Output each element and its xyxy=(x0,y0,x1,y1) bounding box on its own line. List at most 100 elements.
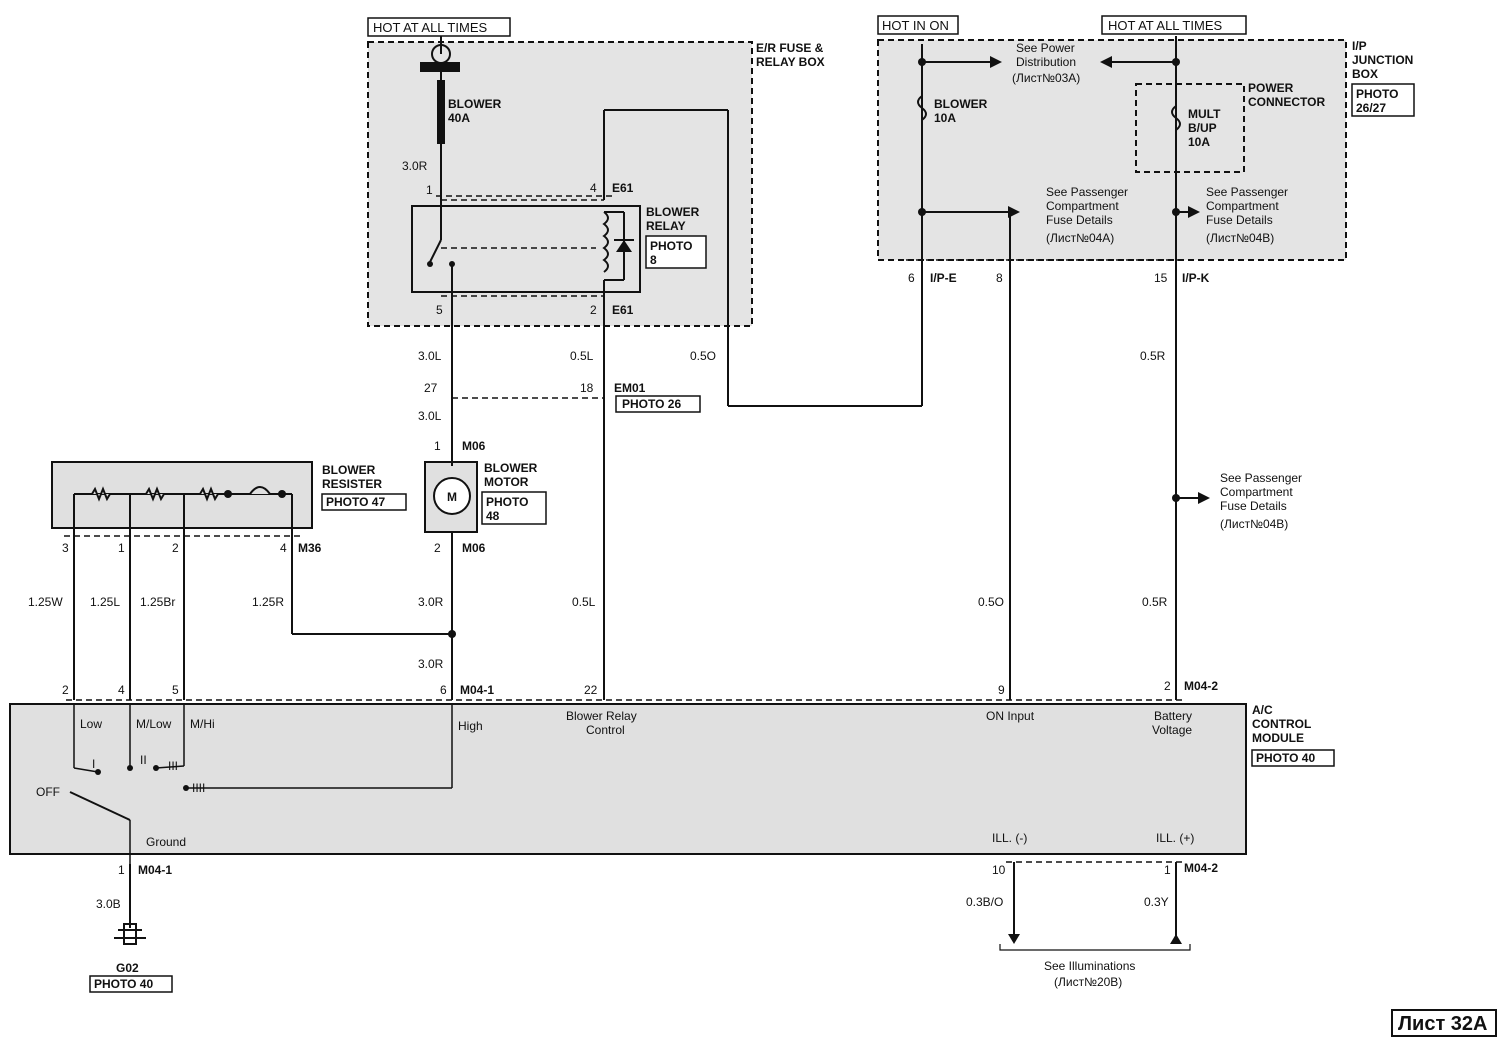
hot-label-2: HOT AT ALL TIMES xyxy=(1108,18,1222,33)
see-pass-c-1: See Passenger xyxy=(1220,471,1302,485)
blower-10a-2: 10A xyxy=(934,111,956,125)
pin-4-e61: 4 xyxy=(590,181,597,195)
mod-pin-6: 6 xyxy=(440,683,447,697)
e61-bot: E61 xyxy=(612,303,634,317)
relay-coil-icon xyxy=(602,211,609,273)
ip-box-label-1: I/P xyxy=(1352,39,1367,53)
m04-2-top: M04-2 xyxy=(1184,679,1218,693)
wire-0-3bo: 0.3B/O xyxy=(966,895,1003,909)
wire-0-5l-2: 0.5L xyxy=(572,595,596,609)
pin-1-m06: 1 xyxy=(434,439,441,453)
blower-relay-label-1: BLOWER xyxy=(646,205,700,219)
see-pass-c-2: Compartment xyxy=(1220,485,1293,499)
res-pin-2: 2 xyxy=(172,541,179,555)
ip-junction-box xyxy=(877,39,1347,261)
photo-40-gnd-box xyxy=(89,975,173,993)
fuse-blower-10a-icon xyxy=(917,95,927,121)
pin-15: 15 xyxy=(1154,271,1168,285)
wire-1-25w: 1.25W xyxy=(28,595,63,609)
wire-1-25br: 1.25Br xyxy=(140,595,175,609)
sw-i: I xyxy=(92,757,95,771)
power-connector-box xyxy=(1135,83,1245,173)
g02-label: G02 xyxy=(116,961,139,975)
hot-in-on-label: HOT IN ON xyxy=(882,18,949,33)
mhi-label: M/Hi xyxy=(190,717,215,731)
mlow-label: M/Low xyxy=(136,717,172,731)
photo-48-1: PHOTO xyxy=(486,495,528,509)
ground-icon xyxy=(123,923,137,945)
ac-control-module-box xyxy=(9,703,1247,855)
photo-2627-1: PHOTO xyxy=(1356,87,1398,101)
sw-ii: II xyxy=(140,753,147,767)
ip-box-label-2: JUNCTION xyxy=(1352,53,1413,67)
see-pass-c-3: Fuse Details xyxy=(1220,499,1287,513)
photo-26-label: PHOTO 26 xyxy=(622,397,681,411)
fuse-holder-icon xyxy=(420,62,460,72)
mod-pin-5: 5 xyxy=(172,683,179,697)
wire-3-0r-low: 3.0R xyxy=(418,657,444,671)
resistor-2-icon xyxy=(145,486,165,502)
photo-40-mod-box xyxy=(1251,749,1335,767)
m06-bot: M06 xyxy=(462,541,486,555)
see-pass-b-4: (Лист№04B) xyxy=(1206,231,1274,245)
pin-5: 5 xyxy=(436,303,443,317)
mod-pin-22: 22 xyxy=(584,683,598,697)
photo-8-1: PHOTO xyxy=(650,239,692,253)
photo-47-label: PHOTO 47 xyxy=(326,495,385,509)
sw-iii: III xyxy=(168,759,178,773)
photo-8-box xyxy=(645,235,707,269)
see-pass-b-2: Compartment xyxy=(1206,199,1279,213)
wire-3-0l-2: 3.0L xyxy=(418,409,442,423)
see-pass-b-1: See Passenger xyxy=(1206,185,1288,199)
em01-label: EM01 xyxy=(614,381,646,395)
motor-icon xyxy=(433,477,471,515)
power-source-icon xyxy=(431,44,451,64)
pin-27: 27 xyxy=(424,381,438,395)
blower-fuse-label-2: 40A xyxy=(448,111,470,125)
ac-module-1: A/C xyxy=(1252,703,1273,717)
high-label: High xyxy=(458,719,483,733)
on-input-label: ON Input xyxy=(986,709,1035,723)
blower-motor-2: MOTOR xyxy=(484,475,529,489)
er-fuse-relay-box xyxy=(367,41,753,327)
battery-2: Voltage xyxy=(1152,723,1192,737)
see-pass-a-3: Fuse Details xyxy=(1046,213,1113,227)
ac-module-3: MODULE xyxy=(1252,731,1304,745)
wire-3-0r-mid: 3.0R xyxy=(418,595,444,609)
power-connector-1: POWER xyxy=(1248,81,1294,95)
mult-1: MULT xyxy=(1188,107,1221,121)
er-box-label-1: E/R FUSE & xyxy=(756,41,824,55)
see-illum-2: (Лист№20B) xyxy=(1054,975,1122,989)
blower-10a-1: BLOWER xyxy=(934,97,988,111)
mod-pin-2b: 2 xyxy=(1164,679,1171,693)
m04-1-bot: M04-1 xyxy=(138,863,172,877)
blower-relay-box xyxy=(411,205,641,293)
ac-module-2: CONTROL xyxy=(1252,717,1311,731)
blower-resister-2: RESISTER xyxy=(322,477,382,491)
motor-m: M xyxy=(447,490,457,504)
battery-1: Battery xyxy=(1154,709,1192,723)
hot-label-1: HOT AT ALL TIMES xyxy=(373,20,487,35)
blower-relay-ctrl-1: Blower Relay xyxy=(566,709,637,723)
see-pass-b-3: Fuse Details xyxy=(1206,213,1273,227)
pin-18: 18 xyxy=(580,381,594,395)
ip-box-label-3: BOX xyxy=(1352,67,1378,81)
mult-3: 10A xyxy=(1188,135,1210,149)
pin-10: 10 xyxy=(992,863,1006,877)
photo-48-box xyxy=(481,491,547,525)
thermal-fuse-icon xyxy=(249,486,271,495)
m04-1-top: M04-1 xyxy=(460,683,494,697)
wire-3-0l-1: 3.0L xyxy=(418,349,442,363)
off-label: OFF xyxy=(36,785,60,799)
photo-8-2: 8 xyxy=(650,253,657,267)
wire-3-0r-top: 3.0R xyxy=(402,159,428,173)
pin-1-gnd: 1 xyxy=(118,863,125,877)
wire-0-5r-1: 0.5R xyxy=(1140,349,1166,363)
mult-2: B/UP xyxy=(1188,121,1217,135)
see-pass-c-4: (Лист№04B) xyxy=(1220,517,1288,531)
m06-top: M06 xyxy=(462,439,486,453)
sw-iiii: IIII xyxy=(192,781,205,795)
res-pin-4: 4 xyxy=(280,541,287,555)
see-power-2: Distribution xyxy=(1016,55,1076,69)
